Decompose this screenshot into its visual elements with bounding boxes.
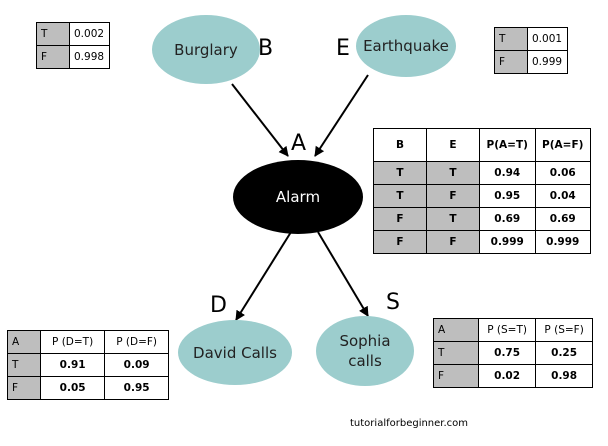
cpt-d-cell: 0.09 bbox=[104, 353, 169, 377]
cpt-a-cell: F bbox=[426, 230, 480, 254]
node-alarm-letter: A bbox=[291, 131, 307, 156]
cpt-s-header: P (S=F) bbox=[535, 318, 593, 342]
node-sophia: Sophia calls bbox=[316, 316, 414, 386]
table-row: F 0.999 bbox=[494, 50, 568, 74]
node-earthquake-label: Earthquake bbox=[363, 37, 449, 55]
table-row: F 0.05 0.95 bbox=[7, 376, 169, 400]
node-earthquake-letter: E bbox=[336, 36, 350, 61]
cpt-b-cell: F bbox=[36, 45, 70, 69]
cpt-s-cell: F bbox=[433, 364, 479, 388]
cpt-david: A P (D=T) P (D=F) T 0.91 0.09 F 0.05 0.9… bbox=[7, 330, 169, 400]
table-row: F 0.998 bbox=[36, 45, 110, 69]
table-row: F 0.02 0.98 bbox=[433, 364, 593, 388]
table-row: T F 0.95 0.04 bbox=[373, 184, 591, 208]
table-row: B E P(A=T) P(A=F) bbox=[373, 128, 591, 162]
cpt-a-header: P(A=F) bbox=[534, 128, 591, 162]
node-burglary: Burglary bbox=[152, 15, 260, 84]
cpt-d-header: P (D=F) bbox=[104, 330, 169, 354]
cpt-s-cell: T bbox=[433, 341, 479, 365]
cpt-s-header: A bbox=[433, 318, 479, 342]
table-row: T 0.001 bbox=[494, 27, 568, 51]
node-alarm: Alarm bbox=[233, 160, 363, 234]
cpt-d-cell: 0.91 bbox=[39, 353, 106, 377]
cpt-d-header: P (D=T) bbox=[39, 330, 106, 354]
node-sophia-letter: S bbox=[386, 290, 400, 315]
cpt-a-cell: 0.999 bbox=[479, 230, 536, 254]
cpt-e-cell: 0.999 bbox=[527, 50, 568, 74]
cpt-d-header: A bbox=[7, 330, 41, 354]
cpt-a-cell: 0.94 bbox=[479, 161, 536, 185]
table-row: A P (D=T) P (D=F) bbox=[7, 330, 169, 354]
edge-earthquake-alarm bbox=[314, 74, 369, 157]
edge-alarm-david bbox=[235, 231, 292, 321]
edge-alarm-sophia bbox=[317, 231, 369, 317]
footer-source: tutorialforbeginner.com bbox=[350, 418, 469, 429]
table-row: A P (S=T) P (S=F) bbox=[433, 318, 593, 342]
node-earthquake: Earthquake bbox=[356, 15, 456, 77]
cpt-b-cell: 0.002 bbox=[69, 22, 110, 46]
node-alarm-label: Alarm bbox=[275, 188, 321, 206]
cpt-a-cell: T bbox=[373, 184, 427, 208]
node-david-label: David Calls bbox=[193, 343, 277, 362]
node-sophia-label-line2: calls bbox=[348, 352, 382, 370]
table-row: T 0.91 0.09 bbox=[7, 353, 169, 377]
cpt-a-cell: T bbox=[426, 207, 480, 231]
node-sophia-label-line1: Sophia bbox=[339, 332, 391, 350]
cpt-a-cell: 0.06 bbox=[534, 161, 591, 185]
cpt-e-cell: 0.001 bbox=[527, 27, 568, 51]
cpt-a-cell: 0.69 bbox=[479, 207, 536, 231]
cpt-a-cell: F bbox=[373, 230, 427, 254]
table-row: T T 0.94 0.06 bbox=[373, 161, 591, 185]
cpt-sophia: A P (S=T) P (S=F) T 0.75 0.25 F 0.02 0.9… bbox=[433, 318, 593, 388]
cpt-a-cell: 0.95 bbox=[479, 184, 536, 208]
cpt-d-cell: T bbox=[7, 353, 41, 377]
cpt-a-header: P(A=T) bbox=[479, 128, 536, 162]
cpt-s-cell: 0.75 bbox=[477, 341, 537, 365]
cpt-d-cell: 0.95 bbox=[104, 376, 169, 400]
cpt-a-cell: F bbox=[373, 207, 427, 231]
cpt-a-cell: T bbox=[426, 161, 480, 185]
cpt-s-cell: 0.02 bbox=[477, 364, 537, 388]
node-david-letter: D bbox=[210, 293, 227, 318]
cpt-s-cell: 0.98 bbox=[535, 364, 593, 388]
cpt-e-cell: F bbox=[494, 50, 528, 74]
cpt-b-cell: 0.998 bbox=[69, 45, 110, 69]
cpt-a-cell: 0.69 bbox=[534, 207, 591, 231]
table-row: F T 0.69 0.69 bbox=[373, 207, 591, 231]
cpt-a-header: B bbox=[373, 128, 427, 162]
cpt-burglary: T 0.002 F 0.998 bbox=[36, 22, 110, 69]
table-row: T 0.75 0.25 bbox=[433, 341, 593, 365]
cpt-d-cell: F bbox=[7, 376, 41, 400]
cpt-a-header: E bbox=[426, 128, 480, 162]
cpt-d-cell: 0.05 bbox=[39, 376, 106, 400]
node-burglary-letter: B bbox=[258, 36, 274, 61]
cpt-s-cell: 0.25 bbox=[535, 341, 593, 365]
cpt-a-cell: 0.999 bbox=[534, 230, 591, 254]
table-row: T 0.002 bbox=[36, 22, 110, 46]
cpt-a-cell: T bbox=[373, 161, 427, 185]
cpt-alarm: B E P(A=T) P(A=F) T T 0.94 0.06 T F 0.95… bbox=[373, 128, 591, 254]
cpt-a-cell: F bbox=[426, 184, 480, 208]
cpt-earthquake: T 0.001 F 0.999 bbox=[494, 27, 568, 74]
cpt-b-cell: T bbox=[36, 22, 70, 46]
node-david: David Calls bbox=[178, 320, 292, 385]
edge-burglary-alarm bbox=[231, 83, 289, 157]
cpt-s-header: P (S=T) bbox=[477, 318, 537, 342]
node-burglary-label: Burglary bbox=[174, 40, 238, 59]
cpt-e-cell: T bbox=[494, 27, 528, 51]
cpt-a-cell: 0.04 bbox=[534, 184, 591, 208]
table-row: F F 0.999 0.999 bbox=[373, 230, 591, 254]
